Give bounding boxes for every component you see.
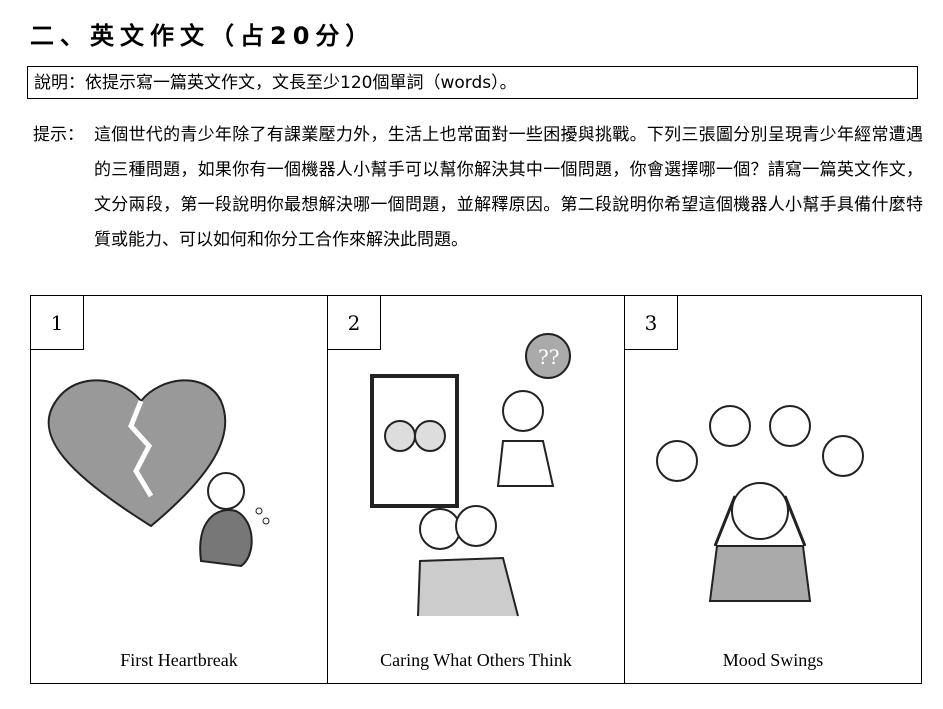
broken-heart-illustration xyxy=(47,379,270,568)
picture-panels: 1 First Heartbreak 2 ?? Caring What Othe… xyxy=(30,295,922,684)
instruction-box: 說明：依提示寫一篇英文作文，文長至少120個單詞（words）。 xyxy=(27,66,918,99)
hint-paragraph: 提示： 這個世代的青少年除了有課業壓力外，生活上也常面對一些困擾與挑戰。下列三張… xyxy=(33,118,923,258)
panel-number: 2 xyxy=(328,296,381,350)
panel-first-heartbreak: 1 First Heartbreak xyxy=(31,296,328,683)
hint-label: 提示： xyxy=(33,125,84,145)
panel-caption: Caring What Others Think xyxy=(380,650,572,670)
panel-mood-swings: 3 Mood Swings xyxy=(625,296,921,683)
panel-number: 1 xyxy=(31,296,84,350)
hint-text: 這個世代的青少年除了有課業壓力外，生活上也常面對一些困擾與挑戰。下列三張圖分別呈… xyxy=(94,125,923,250)
panel-number: 3 xyxy=(625,296,678,350)
section-title: 二、英文作文（占20分） xyxy=(30,22,376,50)
svg-text:??: ?? xyxy=(538,345,559,369)
mood-faces-illustration xyxy=(656,405,864,602)
panel-caption: Mood Swings xyxy=(722,650,824,670)
mirror-people-illustration: ?? xyxy=(370,333,571,617)
panel-caption: First Heartbreak xyxy=(120,650,238,670)
panel-caring-what-others-think: 2 ?? Caring What Others Think xyxy=(328,296,625,683)
